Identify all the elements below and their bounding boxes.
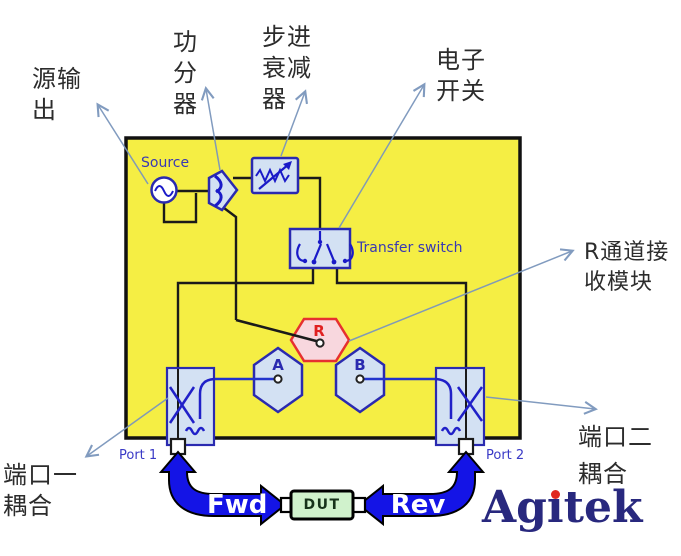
fwd-label: Fwd bbox=[207, 490, 268, 520]
transfer-switch-icon bbox=[288, 227, 354, 270]
transfer-switch-label: Transfer switch bbox=[357, 240, 463, 256]
receiver-b-label: B bbox=[354, 356, 366, 374]
receiver-r-label: R bbox=[313, 322, 325, 340]
receiver-feed-lines bbox=[214, 318, 436, 381]
dut-icon bbox=[279, 489, 367, 521]
label-power-divider: 功 分 器 bbox=[173, 28, 198, 118]
port2-coupler-icon bbox=[434, 366, 486, 447]
r-module-pointer bbox=[348, 248, 575, 342]
dut-label: DUT bbox=[303, 497, 341, 513]
label-port2-coupling: 端口二 耦合 bbox=[578, 423, 653, 488]
b-node-dot bbox=[355, 374, 365, 384]
port1-coupling-pointer bbox=[84, 397, 169, 458]
step-attenuator-icon bbox=[250, 156, 300, 195]
rev-label: Rev bbox=[390, 490, 446, 520]
label-r-channel-module: R通道接 收模块 bbox=[584, 240, 670, 295]
source-label: Source bbox=[141, 155, 190, 171]
fwd-arrow bbox=[158, 450, 287, 527]
label-source-output: 源输 出 bbox=[32, 65, 82, 124]
port1-coupler-icon bbox=[165, 366, 216, 447]
port2-label: Port 2 bbox=[486, 448, 525, 463]
switch-pointer bbox=[338, 82, 426, 229]
port2-coupling-pointer bbox=[485, 396, 598, 415]
power-divider-icon bbox=[207, 169, 239, 212]
annotation-arrows bbox=[84, 82, 598, 458]
attenuator-pointer bbox=[280, 89, 308, 157]
power-divider-pointer bbox=[200, 86, 221, 171]
label-step-attenuator: 步进 衰减 器 bbox=[262, 23, 312, 113]
signal-wires bbox=[162, 176, 468, 370]
port1-label: Port 1 bbox=[119, 448, 158, 463]
receiver-a-label: A bbox=[272, 356, 284, 374]
label-electronic-switch: 电子 开关 bbox=[436, 46, 486, 105]
source-oscillator-icon bbox=[150, 176, 178, 204]
r-node-dot bbox=[315, 338, 325, 348]
source-output-pointer bbox=[96, 102, 149, 185]
a-node-dot bbox=[273, 374, 283, 384]
rev-arrow bbox=[357, 450, 486, 527]
label-port1-coupling: 端口一 耦合 bbox=[3, 461, 78, 520]
